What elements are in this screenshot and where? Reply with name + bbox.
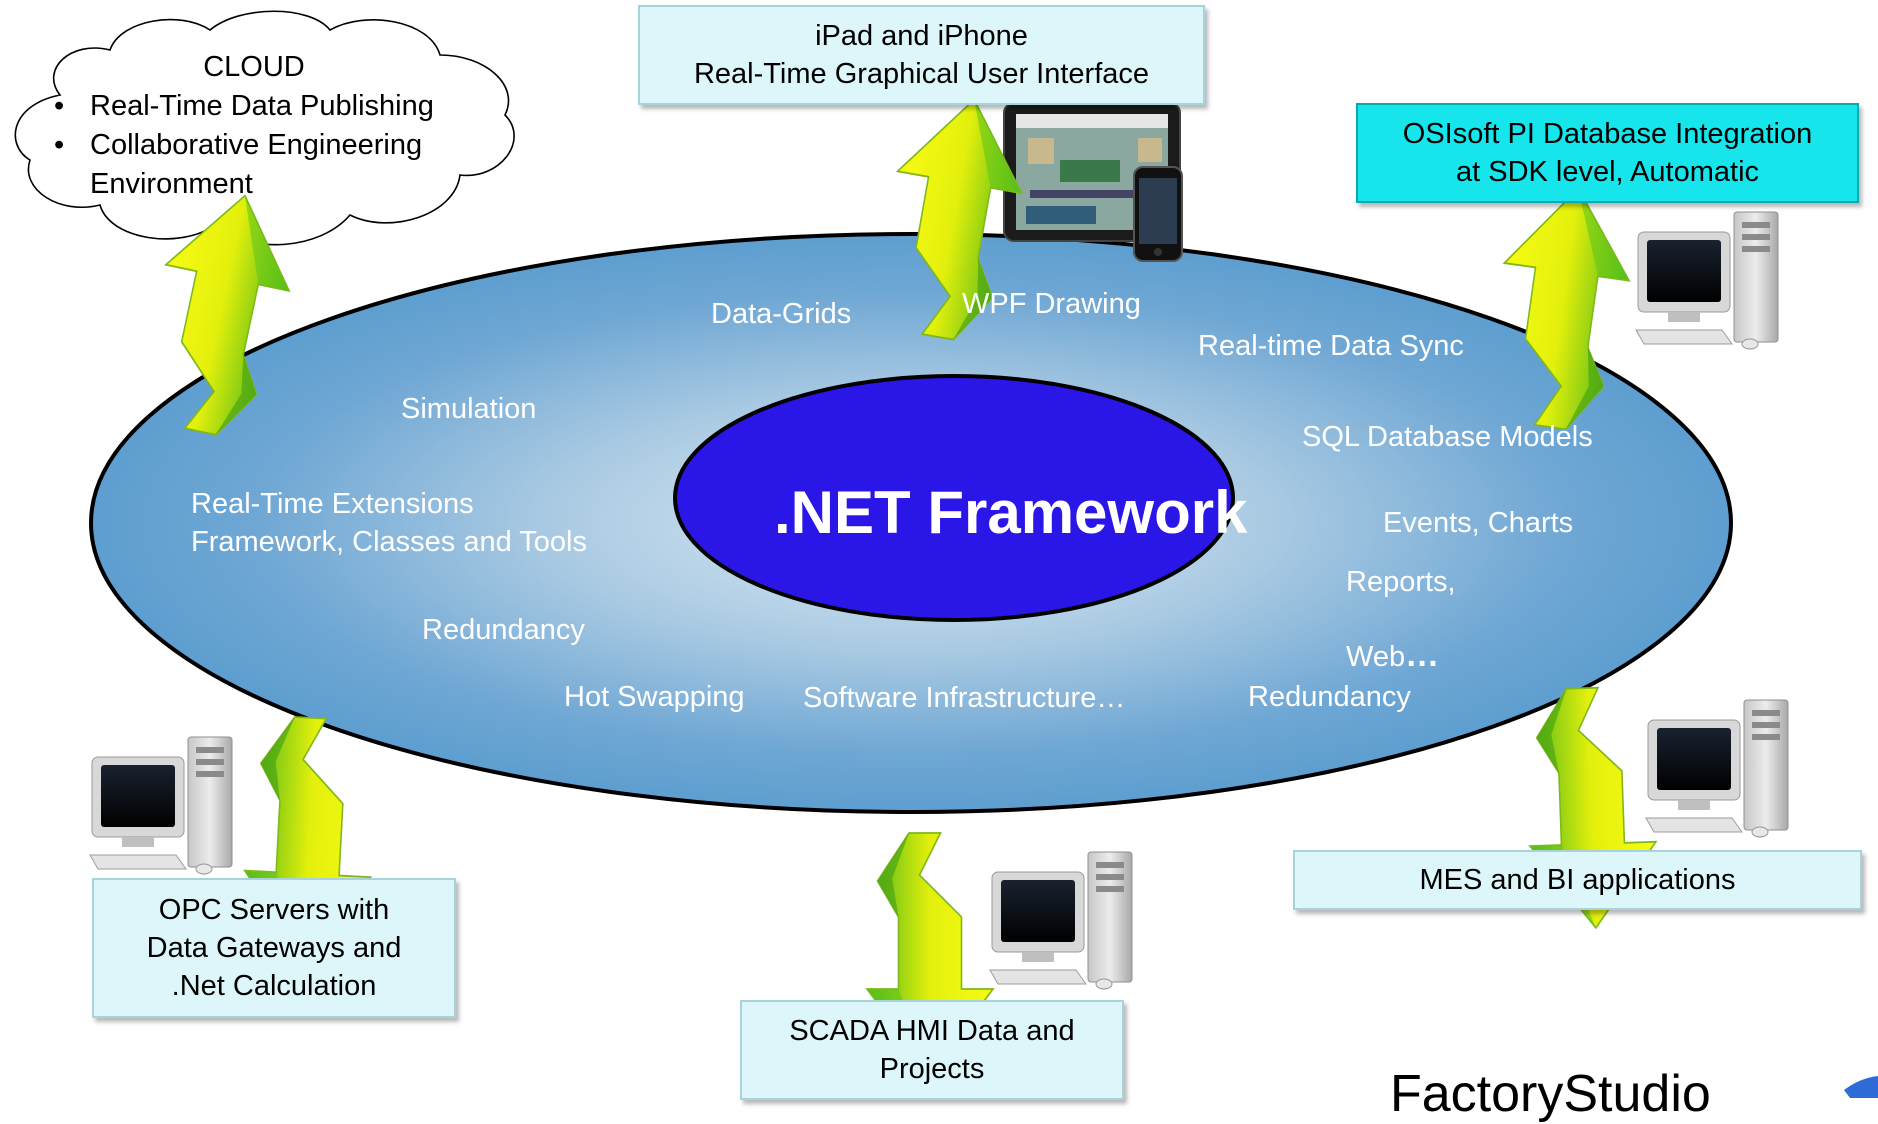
iphone-device-image xyxy=(1133,166,1183,262)
computer-image-scada xyxy=(989,851,1133,990)
ring-label-redundancy-right: Redundancy xyxy=(1248,681,1411,713)
center-title: .NET Framework xyxy=(774,479,1248,546)
mes-bi-box: MES and BI applications xyxy=(1293,850,1862,910)
mobile-ui-box: iPad and iPhone Real-Time Graphical User… xyxy=(638,5,1205,105)
mes-bi-label: MES and BI applications xyxy=(1419,863,1736,896)
opc-line-3: .Net Calculation xyxy=(171,970,377,1003)
computer-image-pi xyxy=(1635,211,1779,350)
computer-image-opc xyxy=(89,736,233,875)
ring-label-software-infra: Software Infrastructure… xyxy=(803,682,1126,714)
ring-label-wpf-drawing: WPF Drawing xyxy=(962,288,1141,320)
mobile-ui-line-2: Real-Time Graphical User Interface xyxy=(693,58,1150,90)
opc-line-1: OPC Servers with xyxy=(158,893,390,926)
cloud-item: Collaborative Engineering xyxy=(54,126,494,165)
scada-line-1: SCADA HMI Data and xyxy=(789,1014,1075,1047)
pi-integration-line-1: OSIsoft PI Database Integration xyxy=(1402,117,1813,150)
ring-label-web: Web… xyxy=(1346,633,1439,677)
ring-label-web-dots: … xyxy=(1405,636,1440,674)
computer-image-mes xyxy=(1645,699,1789,838)
ring-label-web-text: Web xyxy=(1346,641,1406,673)
opc-line-2: Data Gateways and xyxy=(146,931,402,964)
cloud-item: Real-Time Data Publishing xyxy=(54,87,494,126)
pi-integration-box: OSIsoft PI Database Integration at SDK l… xyxy=(1356,103,1859,203)
brand-logo-mark xyxy=(1844,1076,1878,1098)
brand-wordmark: FactoryStudio xyxy=(1390,1065,1711,1123)
mobile-ui-line-1: iPad and iPhone xyxy=(815,19,1028,52)
architecture-diagram xyxy=(14,10,1878,1098)
opc-servers-box: OPC Servers with Data Gateways and .Net … xyxy=(92,878,456,1018)
center-ellipse xyxy=(673,374,1235,622)
ring-label-realtime-sync: Real-time Data Sync xyxy=(1198,330,1464,362)
ring-label-data-grids: Data-Grids xyxy=(711,298,852,330)
ring-label-rt-extensions-2: Framework, Classes and Tools xyxy=(191,526,587,558)
ring-label-hot-swapping: Hot Swapping xyxy=(564,681,745,713)
cloud-title: CLOUD xyxy=(203,51,305,83)
scada-line-2: Projects xyxy=(879,1053,985,1085)
pi-integration-line-2: at SDK level, Automatic xyxy=(1455,156,1760,188)
cloud-text: CLOUD Real-Time Data Publishing Collabor… xyxy=(54,48,494,203)
ring-label-simulation: Simulation xyxy=(401,393,537,425)
ring-label-rt-extensions-1: Real-Time Extensions xyxy=(191,488,474,520)
ring-label-reports: Reports, xyxy=(1346,566,1456,598)
ring-label-events-charts: Events, Charts xyxy=(1383,507,1574,539)
cloud-item-continuation: Environment xyxy=(90,167,253,200)
scada-hmi-box: SCADA HMI Data and Projects xyxy=(740,1000,1124,1100)
ring-label-sql-models: SQL Database Models xyxy=(1302,421,1593,453)
ring-label-redundancy-left: Redundancy xyxy=(422,614,585,646)
